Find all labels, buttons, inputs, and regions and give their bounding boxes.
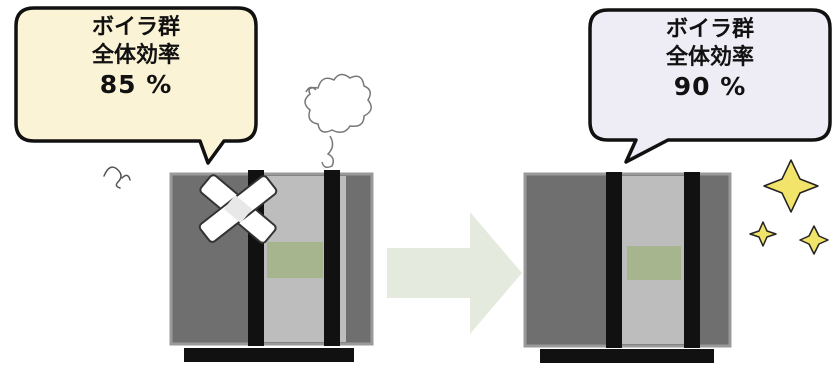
sparkle-icon bbox=[749, 159, 829, 255]
bandage-icon bbox=[198, 174, 278, 244]
sigh-icon bbox=[103, 166, 131, 189]
after-callout-text: ボイラ群 全体効率 90 % bbox=[596, 16, 824, 102]
before-boiler-panel bbox=[267, 242, 323, 278]
after-left-pipe bbox=[606, 172, 622, 348]
before-efficiency-value: 85 % bbox=[99, 70, 173, 99]
after-right-pipe bbox=[684, 172, 700, 348]
after-boiler-base bbox=[540, 349, 714, 363]
after-callout-line2: 全体効率 bbox=[665, 44, 754, 70]
after-speech-bubble bbox=[588, 8, 832, 164]
before-callout-line1: ボイラ群 bbox=[91, 15, 180, 40]
right-arrow-icon bbox=[387, 212, 522, 334]
before-boiler bbox=[169, 170, 374, 362]
after-efficiency-value: 90 % bbox=[673, 72, 747, 101]
before-callout-text: ボイラ群 全体効率 85 % bbox=[22, 14, 250, 100]
before-speech-bubble bbox=[14, 6, 258, 165]
after-callout-line1: ボイラ群 bbox=[665, 17, 754, 42]
before-callout-line2: 全体効率 bbox=[91, 42, 180, 68]
before-boiler-base bbox=[184, 348, 354, 362]
before-right-pipe bbox=[324, 170, 340, 346]
smoke-cloud-icon bbox=[304, 73, 372, 169]
after-boiler-panel bbox=[627, 246, 681, 280]
after-boiler bbox=[523, 172, 732, 363]
